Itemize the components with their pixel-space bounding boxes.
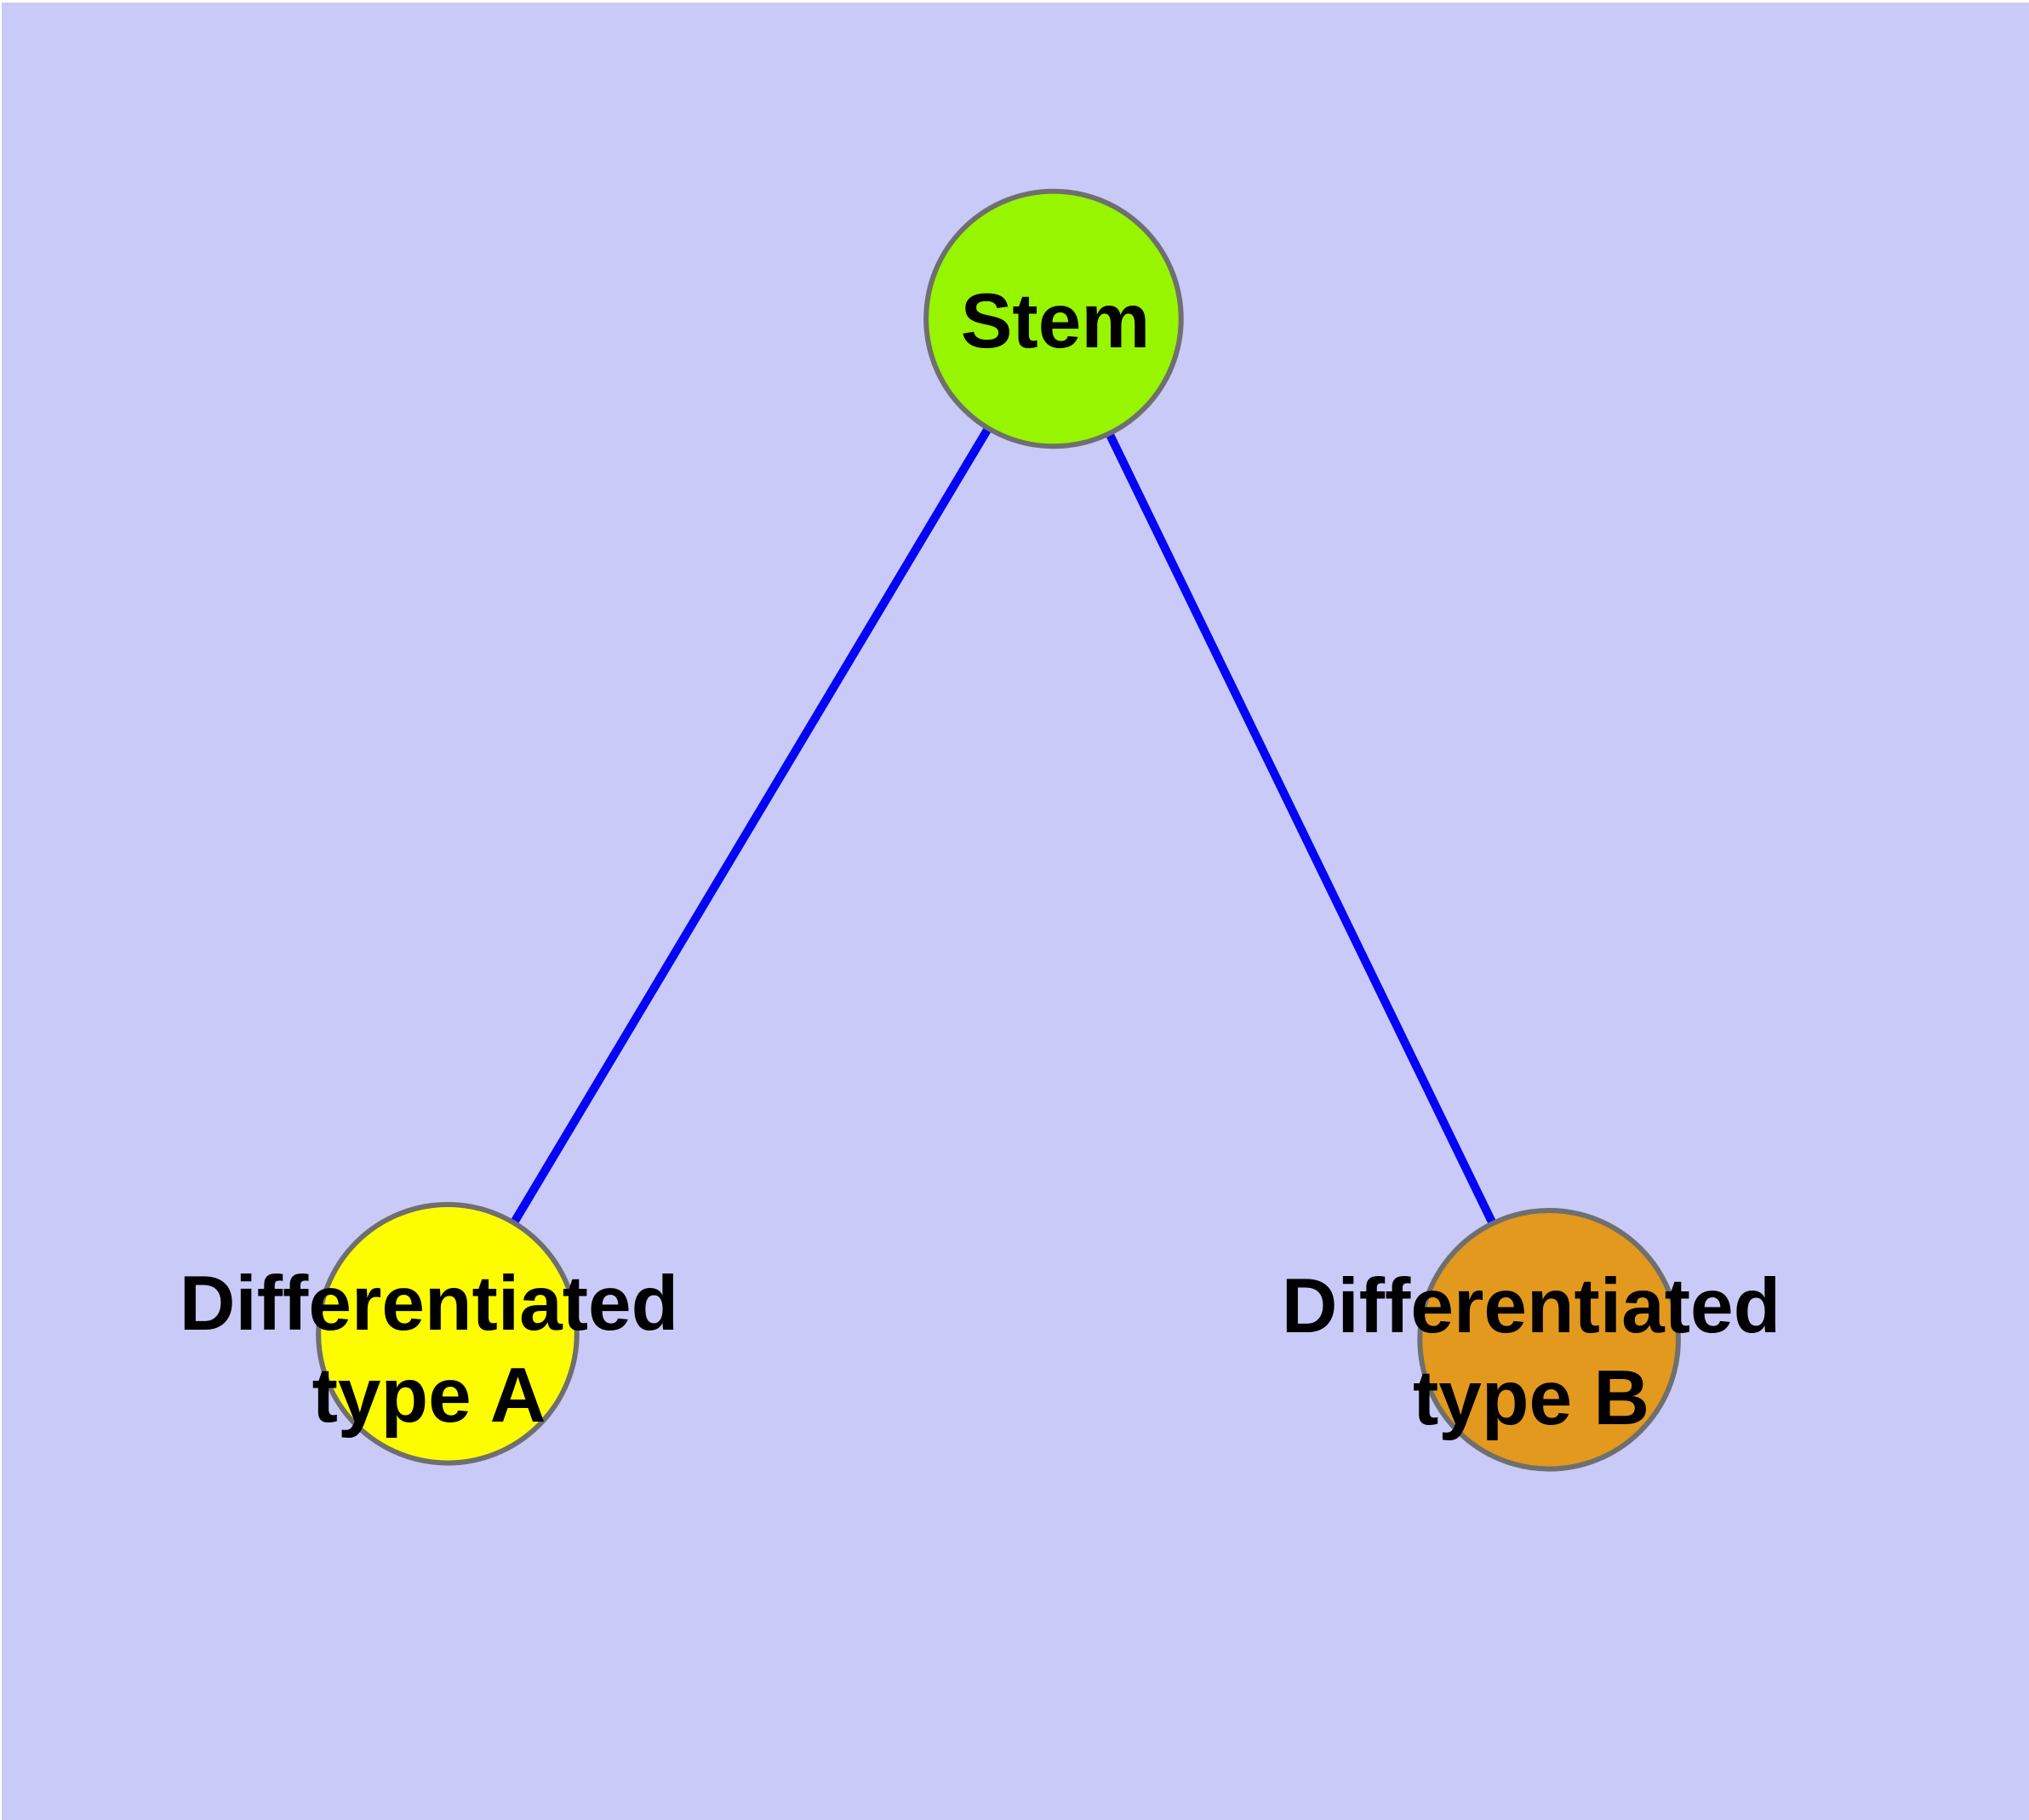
edge-stem-to-type-b[interactable] <box>1049 317 1553 1342</box>
edge-stem-to-type-a[interactable] <box>443 316 1058 1336</box>
graph-svg <box>316 188 1681 1472</box>
edge-layer <box>443 316 1553 1342</box>
node-differentiated-type-b[interactable] <box>1417 1208 1681 1472</box>
node-stem[interactable] <box>923 188 1184 449</box>
node-layer <box>316 188 1681 1472</box>
node-differentiated-type-a[interactable] <box>316 1202 580 1466</box>
